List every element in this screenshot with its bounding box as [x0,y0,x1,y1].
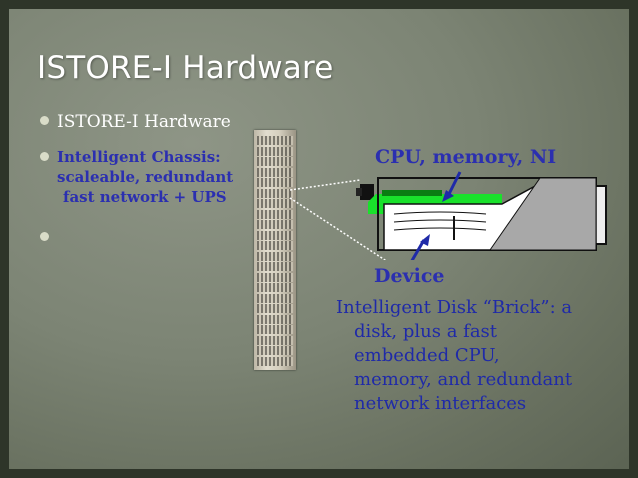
bullet-text: Intelligent Chassis: [57,148,221,166]
bullet-dot-icon [40,232,49,241]
chassis-drive-row [257,272,293,282]
chassis-drive-row [257,199,293,208]
bullet-text: ISTORE-I Hardware [57,112,231,132]
slide-title: ISTORE-I Hardware [37,50,334,86]
chassis-drive-row [257,283,293,292]
chassis-drive-row [257,188,293,198]
disk-brick-illustration [290,171,607,260]
device-label: Device [374,265,445,287]
chassis-drive-row [257,136,293,145]
chassis-photo [254,130,296,370]
chassis-drive-row [257,220,293,229]
chassis-drive-row [257,346,293,355]
chassis-drive-row [257,335,293,345]
chassis-drive-row [257,314,293,324]
cpu-memory-label: CPU, memory, NI [375,146,557,168]
bullet-text-line: scaleable, redundant [57,168,234,186]
description-line: embedded CPU, [354,345,500,366]
chassis-drive-row [257,356,293,366]
bullet-dot-icon [40,116,49,125]
bullet-dot-icon [40,151,49,161]
bullet-item: ISTORE-I Hardware [40,112,231,132]
chassis-drive-row [257,230,293,240]
chassis-drive-row [257,178,293,187]
chassis-drive-row [257,304,293,313]
brick-description: Intelligent Disk “Brick”: a disk, plus a… [336,296,572,416]
chassis-drive-row [257,146,293,156]
description-line: network interfaces [354,393,527,414]
chassis-drive-row [257,293,293,303]
bullet-item-empty [40,228,57,247]
chassis-drive-row [257,167,293,177]
bullet-item-chassis: Intelligent Chassis: scaleable, redundan… [40,147,233,207]
chassis-drive-row [257,325,293,334]
description-line: Intelligent Disk “Brick”: a [336,297,573,318]
bullet-text-line: fast network + UPS [63,188,227,206]
description-line: memory, and redundant [354,369,573,390]
chassis-drive-row [257,262,293,271]
chassis-drive-row [257,251,293,261]
description-line: disk, plus a fast [354,321,498,342]
chassis-drive-row [257,157,293,166]
chassis-drive-row [257,209,293,219]
chassis-drive-row [257,241,293,250]
